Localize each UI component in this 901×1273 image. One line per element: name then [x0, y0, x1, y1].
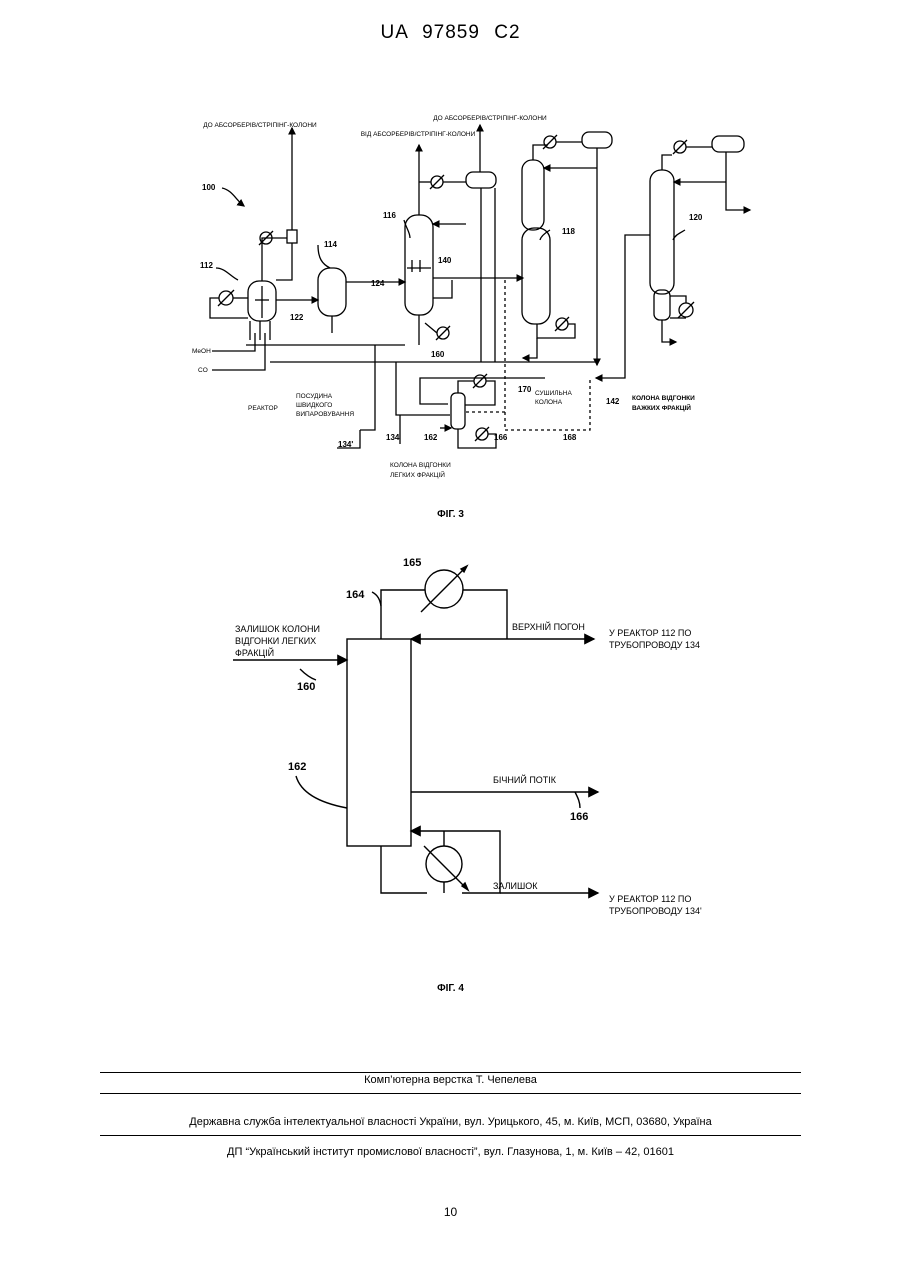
- bottoms-reboiler-icon: [424, 846, 468, 890]
- drying-column-reboiler-icon: [555, 317, 569, 331]
- column-116-condenser-icon: [430, 175, 444, 189]
- ref-160: 160: [431, 350, 445, 359]
- ref-160: 160: [297, 681, 315, 693]
- figure-3-process-diagram: ДО АБСОРБЕРІВ/СТРІПІНГ-КОЛОНИ ДО АБСОРБЕ…: [0, 0, 901, 500]
- ref-134: 134: [386, 433, 400, 442]
- label-from-absorber: ВІД АБСОРБЕРІВ/СТРІПІНГ-КОЛОНИ: [361, 131, 476, 138]
- ref-165: 165: [403, 557, 421, 569]
- label-flash-vessel-3: ВИПАРОВУВАННЯ: [296, 411, 354, 418]
- drying-column-upper: [522, 160, 544, 230]
- ref-118: 118: [562, 227, 575, 236]
- label-to-reactor-134p-1: У РЕАКТОР 112 ПО: [609, 894, 691, 904]
- column-116-reboiler-icon: [436, 326, 450, 340]
- light-ends-column-116: [405, 215, 433, 315]
- overhead-condenser-165-icon: [421, 566, 467, 612]
- heavy-ends-condenser-icon: [673, 140, 687, 154]
- light-ends-stripper-column: [451, 393, 465, 429]
- label-to-reactor-134p-2: ТРУБОПРОВОДУ 134': [609, 906, 702, 916]
- label-to-reactor-134-1: У РЕАКТОР 112 ПО: [609, 628, 691, 638]
- ref-140: 140: [438, 256, 452, 265]
- label-meoh-feed: MeOH: [192, 348, 211, 355]
- label-reactor: РЕАКТОР: [248, 405, 278, 412]
- label-light-ends-2: ЛЕГКИХ ФРАКЦІЙ: [390, 470, 445, 479]
- label-flash-vessel-2: ШВИДКОГО: [296, 402, 332, 409]
- label-heavy-ends-1: КОЛОНА ВІДГОНКИ: [632, 395, 695, 402]
- label-to-absorber-left: ДО АБСОРБЕРІВ/СТРІПІНГ-КОЛОНИ: [203, 122, 317, 129]
- ref-166: 166: [570, 811, 588, 823]
- ref-116: 116: [383, 211, 396, 220]
- agency-address: Державна служба інтелектуальної власност…: [0, 1116, 901, 1128]
- figure-4-column-diagram: ЗАЛИШОК КОЛОНИ ВІДГОНКИ ЛЕГКИХ ФРАКЦІЙ В…: [0, 540, 901, 960]
- ref-122: 122: [290, 313, 304, 322]
- flash-vessel-114: [318, 268, 346, 316]
- label-to-absorber-right: ДО АБСОРБЕРІВ/СТРІПІНГ-КОЛОНИ: [433, 115, 547, 122]
- label-drying-column-2: КОЛОНА: [535, 399, 563, 406]
- ref-124: 124: [371, 279, 385, 288]
- ref-170: 170: [518, 385, 532, 394]
- footer-divider-middle: [100, 1093, 801, 1094]
- drying-column-118: [522, 228, 550, 324]
- ref-120: 120: [689, 213, 703, 222]
- layout-credit: Комп’ютерна верстка Т. Чепелева: [0, 1074, 901, 1086]
- label-residue-1: ЗАЛИШОК КОЛОНИ: [235, 624, 320, 634]
- label-co-feed: CO: [198, 367, 208, 374]
- heavy-ends-column-120: [650, 170, 674, 294]
- stripper-condenser-icon: [473, 374, 487, 388]
- ref-168: 168: [563, 433, 577, 442]
- ref-112: 112: [200, 261, 213, 270]
- page-number: 10: [0, 1205, 901, 1219]
- figure-3-caption: ФІГ. 3: [0, 509, 901, 520]
- label-side-stream: БІЧНИЙ ПОТІК: [493, 774, 557, 785]
- stripper-reboiler-icon: [475, 427, 489, 441]
- drying-column-condenser-icon: [543, 135, 557, 149]
- ref-114: 114: [324, 240, 337, 249]
- drying-column-reflux-drum: [582, 132, 612, 148]
- label-bottoms: ЗАЛИШОК: [493, 881, 538, 891]
- reactor-knockout-drum: [287, 230, 297, 243]
- label-light-ends-1: КОЛОНА ВІДГОНКИ: [390, 462, 451, 469]
- ref-166: 166: [494, 433, 508, 442]
- footer-divider-top: [100, 1072, 801, 1073]
- figure-4-caption: ФІГ. 4: [0, 983, 901, 994]
- label-heavy-ends-2: ВАЖКИХ ФРАКЦІЙ: [632, 403, 691, 412]
- ref-162: 162: [424, 433, 438, 442]
- ref-134-prime: 134': [338, 440, 353, 449]
- label-overhead: ВЕРХНІЙ ПОГОН: [512, 621, 585, 632]
- reactor-heat-exchanger-icon: [218, 290, 234, 306]
- label-drying-column-1: СУШИЛЬНА: [535, 390, 572, 397]
- label-residue-2: ВІДГОНКИ ЛЕГКИХ: [235, 636, 316, 646]
- heavy-ends-reflux-drum: [712, 136, 744, 152]
- reactor-112: [248, 281, 276, 321]
- ref-142: 142: [606, 397, 620, 406]
- heavy-ends-reboiler-icon: [678, 302, 694, 318]
- label-to-reactor-134-2: ТРУБОПРОВОДУ 134: [609, 640, 700, 650]
- ref-100: 100: [202, 183, 216, 192]
- light-ends-stripper-162: [347, 639, 411, 846]
- institute-address: ДП “Український інститут промислової вла…: [0, 1146, 901, 1158]
- label-residue-3: ФРАКЦІЙ: [235, 647, 274, 658]
- column-116-reflux-drum: [466, 172, 496, 188]
- ref-164: 164: [346, 589, 365, 601]
- footer-divider-bottom: [100, 1135, 801, 1136]
- label-flash-vessel-1: ПОСУДИНА: [296, 393, 333, 400]
- ref-162: 162: [288, 761, 306, 773]
